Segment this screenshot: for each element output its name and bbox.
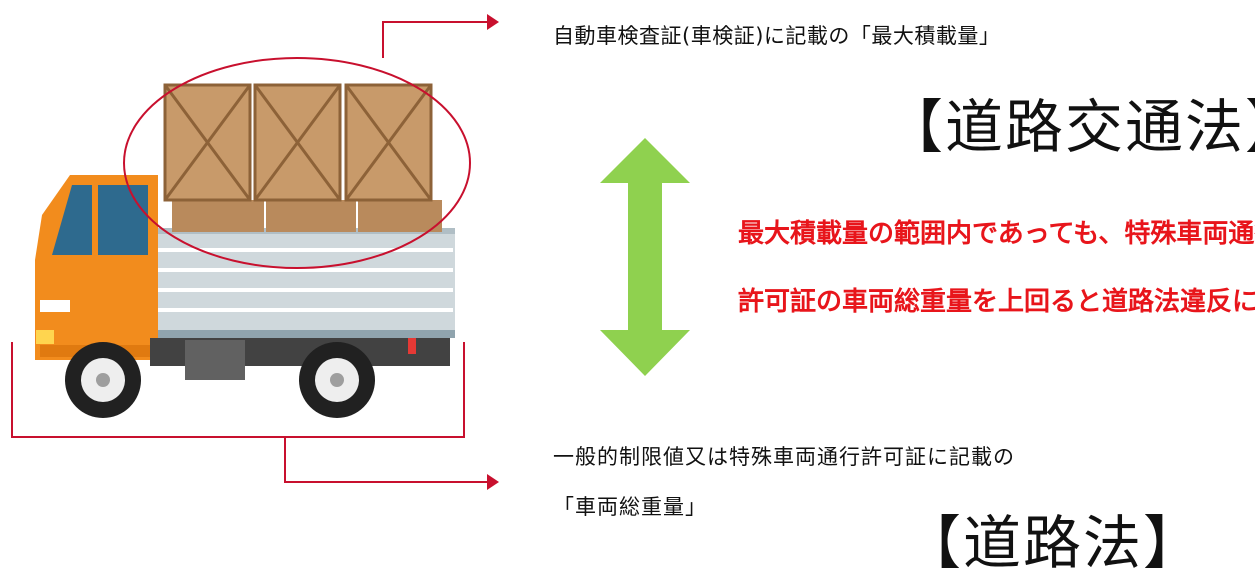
- cargo-highlight-ellipse: [123, 57, 471, 269]
- cargo-crate-row-back: [172, 200, 442, 232]
- gross-weight-caption-line-2: 「車両総重量」: [553, 495, 707, 519]
- bottom-leader-arrow: [11, 342, 499, 490]
- truck-wheel-front: [65, 342, 141, 418]
- cargo-crate: [163, 83, 433, 202]
- road-traffic-act-label: 【道路交通法】: [885, 93, 1255, 161]
- truck-illustration: [35, 83, 455, 418]
- max-load-caption: 自動車検査証(車検証)に記載の「最大積載量」: [553, 24, 1001, 48]
- road-act-label: 【道路法】: [903, 509, 1204, 577]
- top-leader-arrow: [382, 14, 499, 58]
- truck-bed: [150, 230, 455, 335]
- truck-wheel-rear: [299, 342, 375, 418]
- warning-line-2: 許可証の車両総重量を上回ると道路法違反に!!!: [738, 287, 1255, 317]
- gross-weight-caption-line-1: 一般的制限値又は特殊車両通行許可証に記載の: [553, 445, 1015, 469]
- warning-line-1: 最大積載量の範囲内であっても、特殊車両通行: [738, 219, 1255, 249]
- diagram-canvas: [11, 14, 690, 490]
- double-headed-arrow: [600, 138, 690, 376]
